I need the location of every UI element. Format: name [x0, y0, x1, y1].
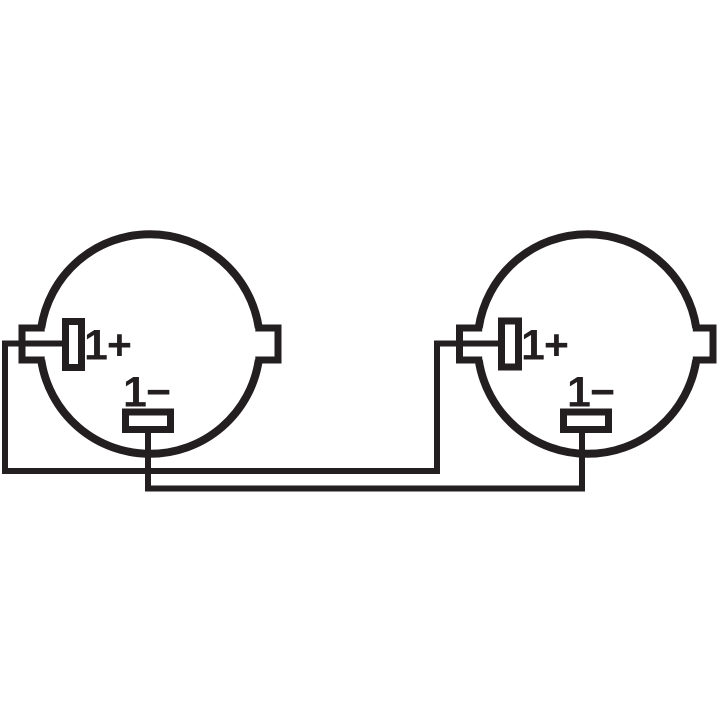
left-connector-top-arc [37, 230, 263, 329]
right-connector-bottom-arc [474, 359, 701, 458]
left-connector-right-keyway [255, 324, 282, 364]
right-label-1minus: 1− [567, 369, 614, 417]
right-terminal-1plus [498, 317, 522, 371]
left-connector-left-keyway [18, 324, 45, 364]
right-connector-top-arc [474, 230, 701, 329]
left-label-1plus: 1+ [84, 322, 131, 370]
right-connector-left-keyway [456, 324, 483, 364]
left-connector: 1+ 1− [18, 230, 282, 458]
right-connector: 1+ 1− [456, 230, 717, 458]
right-terminal-1minus [560, 408, 612, 433]
left-connector-bottom-arc [37, 359, 263, 458]
minus-wire-path [145, 430, 585, 492]
left-terminal-1minus [122, 408, 174, 433]
right-connector-right-keyway [692, 324, 717, 364]
left-terminal-1plus [62, 318, 85, 371]
left-label-1minus: 1− [123, 369, 170, 417]
wire-minus-link [145, 430, 585, 492]
wire-plus-link [2, 340, 500, 474]
plus-wire-path [2, 340, 500, 474]
right-label-1plus: 1+ [521, 322, 568, 370]
